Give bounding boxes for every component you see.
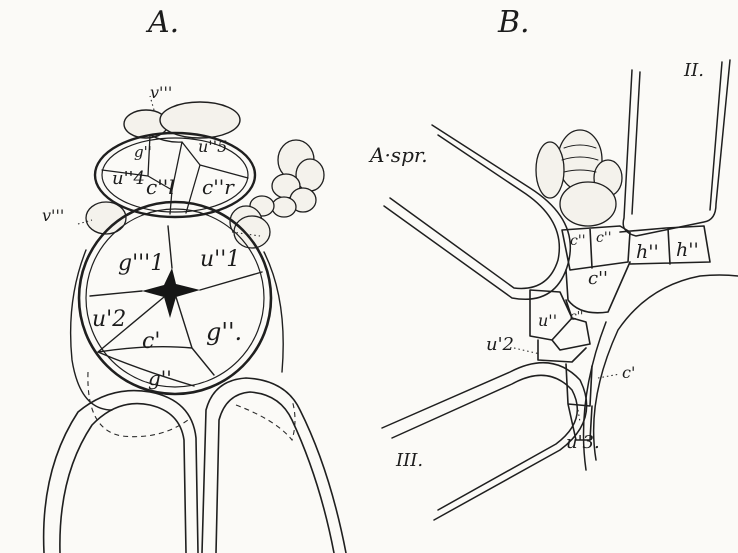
label-b-u3: u'3. [566, 432, 600, 453]
label-a-v-left: v''' [42, 206, 64, 225]
label-b-c-left: c'' [570, 233, 586, 249]
label-b-a-spr: A·spr. [368, 143, 428, 167]
panel-a-title: A. [145, 5, 179, 40]
label-a-u5: u''5 [198, 137, 227, 156]
label-b-roman-ii: II. [683, 60, 704, 81]
label-a-v-top: v''' [150, 83, 172, 102]
cell-right-small [234, 216, 270, 248]
label-a-g-top: g'' [134, 143, 152, 161]
label-a-g-right: g''. [206, 318, 242, 346]
label-b-c-prime: c' [622, 363, 635, 382]
label-b-c-right: c'' [596, 230, 612, 246]
panel-b: B. II. A·spr. c'' c'' h'' h'' c'' u'' c'… [368, 5, 738, 520]
panel-a: A. [42, 5, 346, 553]
label-b-h-left: h'' [636, 241, 659, 263]
tube-ii [623, 60, 730, 236]
label-a-cl: c''l [146, 175, 175, 199]
label-a-u4: u''4 [112, 168, 145, 189]
label-b-u2: u'2 [486, 334, 514, 355]
bud-cells-b [536, 130, 622, 226]
panel-b-title: B. [497, 5, 530, 40]
body-outline-b [584, 275, 738, 470]
tube-iii [382, 363, 587, 520]
label-a-c: c' [142, 329, 160, 354]
label-a-g1: g'''1 [118, 251, 164, 276]
label-b-c-side: c'' [570, 309, 583, 323]
label-b-h-right: h'' [676, 239, 699, 261]
stalk-left [44, 391, 198, 553]
stalk-right [202, 378, 346, 553]
label-b-u: u'' [538, 311, 557, 330]
label-a-cr: c''r [202, 175, 235, 199]
label-a-u1: u''1 [200, 247, 240, 272]
label-b-c-mid: c'' [588, 268, 608, 289]
label-a-u2: u'2 [92, 307, 126, 332]
label-b-roman-iii: III. [395, 450, 423, 471]
label-a-g-bottom: g'' [148, 366, 172, 390]
